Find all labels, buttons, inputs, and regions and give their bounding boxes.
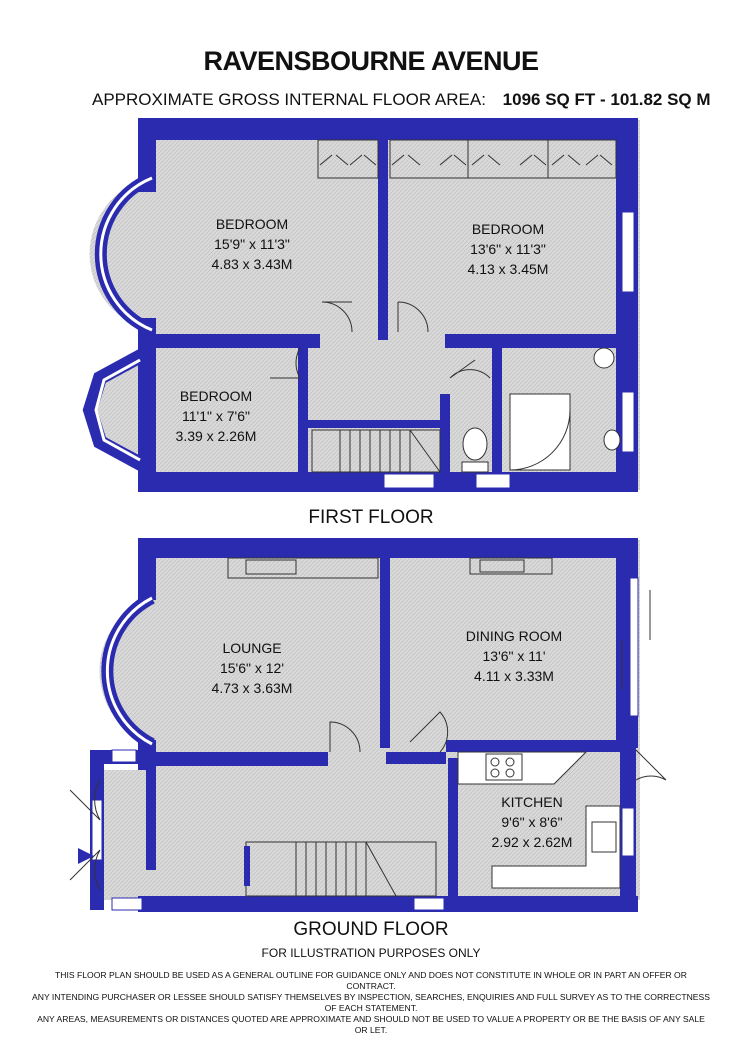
room-size-metric: 2.92 x 2.62M (492, 834, 573, 850)
room-size-metric: 3.39 x 2.26M (176, 428, 257, 444)
hob-icon (485, 753, 523, 781)
room-size-imperial: 9'6" x 8'6" (501, 814, 562, 830)
room-size-metric: 4.13 x 3.45M (468, 261, 549, 277)
entrance-arrow-icon (78, 848, 94, 864)
floor-area-line: APPROXIMATE GROSS INTERNAL FLOOR AREA: 1… (92, 90, 711, 110)
disclaimer-line: ANY AREAS, MEASUREMENTS OR DISTANCES QUO… (37, 1014, 705, 1035)
room-name: DINING ROOM (466, 628, 562, 644)
room-name: KITCHEN (501, 794, 562, 810)
bay-window-glass (99, 176, 153, 332)
disclaimer-line: THIS FLOOR PLAN SHOULD BE USED AS A GENE… (55, 970, 687, 991)
room-size-imperial: 15'9" x 11'3" (214, 236, 290, 252)
first-floor-stairs (311, 429, 441, 473)
window (111, 897, 143, 911)
disclaimer: THIS FLOOR PLAN SHOULD BE USED AS A GENE… (30, 970, 712, 1036)
room-name: BEDROOM (216, 216, 288, 232)
first-floor-plan (82, 118, 640, 492)
room-size-metric: 4.73 x 3.63M (212, 680, 293, 696)
kitchen-units (457, 751, 621, 889)
first-floor-label: FIRST FLOOR (308, 507, 434, 528)
stair-post (244, 846, 250, 886)
doors (270, 301, 491, 379)
room-size-imperial: 13'6" x 11'3" (470, 241, 546, 257)
toilet-cistern (461, 461, 489, 473)
floor-area-value: 1096 SQ FT - 101.82 SQ M (502, 90, 711, 109)
property-title: RAVENSBOURNE AVENUE (203, 46, 539, 76)
illustration-note: FOR ILLUSTRATION PURPOSES ONLY (261, 946, 481, 960)
room-size-metric: 4.11 x 3.33M (474, 668, 554, 684)
room-labels: BEDROOM 15'9" x 11'3" 4.83 x 3.43M BEDRO… (176, 216, 573, 850)
room-size-metric: 4.83 x 3.43M (212, 256, 293, 272)
fireplaces (227, 557, 553, 579)
basin (603, 429, 621, 451)
room-size-imperial: 15'6" x 12' (220, 660, 284, 676)
ground-doors (69, 590, 667, 891)
ground-floor-label: GROUND FLOOR (293, 919, 449, 940)
room-size-imperial: 11'1" x 7'6" (182, 408, 250, 424)
bathroom-fixtures (461, 347, 621, 473)
ground-floor-plan (69, 538, 667, 912)
patio-door (629, 577, 639, 717)
window (111, 749, 137, 763)
lounge-bay-glass (105, 596, 153, 746)
window (621, 391, 635, 453)
basin-round (593, 347, 615, 369)
room-name: LOUNGE (222, 640, 281, 656)
small-bay-wall (82, 345, 152, 475)
sink-icon (591, 821, 617, 853)
floor-area-label: APPROXIMATE GROSS INTERNAL FLOOR AREA: (92, 90, 486, 109)
window (621, 211, 635, 293)
first-floor-walls (138, 118, 638, 492)
shower-tray (509, 393, 571, 471)
toilet-bowl (462, 427, 488, 461)
room-name: BEDROOM (180, 388, 252, 404)
room-name: BEDROOM (472, 221, 544, 237)
window (383, 473, 435, 489)
window (621, 807, 635, 857)
window (475, 473, 511, 489)
small-bay-glass (94, 358, 141, 462)
room-size-imperial: 13'6" x 11' (483, 648, 546, 664)
wardrobes (317, 139, 617, 179)
front-door-opening (91, 799, 103, 861)
disclaimer-line: ANY INTENDING PURCHASER OR LESSEE SHOULD… (32, 992, 710, 1013)
window (413, 897, 445, 911)
